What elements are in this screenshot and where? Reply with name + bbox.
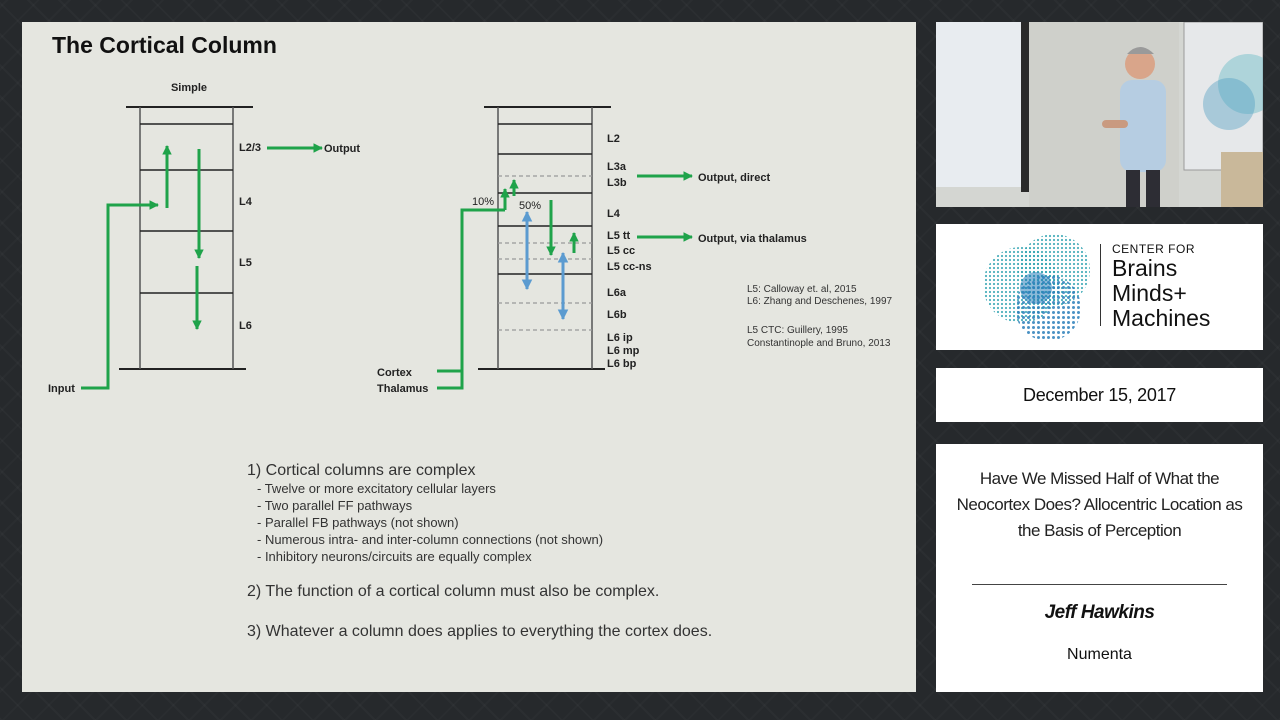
sub-point: - Two parallel FF pathways	[257, 498, 413, 513]
layer-label: L3a	[607, 161, 627, 173]
input-arrow	[81, 200, 159, 390]
output-direct-label: Output, direct	[698, 172, 770, 184]
logo-separator	[1100, 244, 1101, 326]
logo-line-3: Minds+	[1112, 280, 1187, 306]
cbmm-logo-panel: CENTER FOR Brains Minds+ Machines	[936, 224, 1263, 350]
sub-point: - Numerous intra- and inter-column conne…	[257, 532, 604, 547]
cbmm-logo-text: CENTER FOR Brains Minds+ Machines	[1112, 242, 1210, 331]
layer-label: L6b	[607, 309, 627, 321]
layer-label: L5 tt	[607, 230, 631, 242]
cortical-column-diagram: Simple L2/3 L4 L5 L6 Input Output	[48, 82, 893, 395]
talk-divider	[972, 584, 1227, 585]
talk-info-panel: Have We Missed Half of What the Neocorte…	[936, 444, 1263, 692]
cbmm-logo-icon	[983, 234, 1090, 341]
simple-heading: Simple	[171, 82, 207, 94]
reference-text: L5: Calloway et. al, 2015	[747, 284, 857, 295]
layer-label: L2	[607, 133, 620, 145]
layer-label-l2-3: L2/3	[239, 142, 261, 154]
reference-text: L6: Zhang and Deschenes, 1997	[747, 296, 893, 307]
slide-title: The Cortical Column	[52, 32, 277, 58]
sub-point: - Parallel FB pathways (not shown)	[257, 515, 459, 530]
speaker-video-frame	[936, 22, 1263, 207]
layer-label: L6 bp	[607, 358, 637, 370]
simple-column: Simple L2/3 L4 L5 L6 Input Output	[48, 82, 360, 395]
point-3: 3) Whatever a column does applies to eve…	[247, 623, 713, 640]
talk-title: Have We Missed Half of What the Neocorte…	[956, 469, 1243, 540]
thalamus-label: Thalamus	[377, 383, 428, 395]
sub-point: - Twelve or more excitatory cellular lay…	[257, 481, 496, 496]
layer-label: L5 cc	[607, 245, 635, 257]
point-2: 2) The function of a cortical column mus…	[247, 583, 660, 600]
output-label: Output	[324, 143, 360, 155]
layer-label: L6 ip	[607, 332, 633, 344]
layer-label: L5 cc-ns	[607, 261, 652, 273]
references: L5: Calloway et. al, 2015 L6: Zhang and …	[747, 284, 893, 349]
reference-text: L5 CTC: Guillery, 1995	[747, 325, 848, 336]
input-label: Input	[48, 383, 75, 395]
logo-line-2: Brains	[1112, 255, 1178, 281]
thalamus-input-line	[437, 208, 505, 390]
logo-line-4: Machines	[1112, 305, 1211, 331]
date-panel: December 15, 2017	[936, 368, 1263, 422]
speaker-name: Jeff Hawkins	[1044, 602, 1155, 623]
layer-label: L3b	[607, 177, 627, 189]
point-1: 1) Cortical columns are complex	[247, 462, 476, 479]
layer-label-l4: L4	[239, 196, 253, 208]
output-thalamus-label: Output, via thalamus	[698, 233, 807, 245]
point-1-sublist: - Twelve or more excitatory cellular lay…	[257, 480, 712, 565]
layer-label-l6: L6	[239, 320, 252, 332]
pct-50-label: 50%	[519, 200, 541, 212]
presentation-slide: The Cortical Column Simple L2/3 L4 L5 L6	[22, 22, 916, 692]
pct-10-label: 10%	[472, 196, 494, 208]
layer-label: L4	[607, 208, 621, 220]
layer-label-l5: L5	[239, 257, 252, 269]
cortex-label: Cortex	[377, 367, 413, 379]
event-date: December 15, 2017	[1023, 384, 1176, 405]
reference-text: Constantinople and Bruno, 2013	[747, 338, 891, 349]
logo-line-1: CENTER FOR	[1112, 242, 1195, 256]
layer-label: L6a	[607, 287, 627, 299]
speaker-video	[936, 22, 1263, 207]
speaker-organization: Numenta	[1067, 646, 1132, 663]
layer-label: L6 mp	[607, 345, 640, 357]
complex-column: L2 L3a L3b L4 L5 tt L5 cc L5 cc-ns L6a L…	[377, 106, 807, 395]
key-points: 1) Cortical columns are complex - Twelve…	[247, 462, 712, 641]
sub-point: - Inhibitory neurons/circuits are equall…	[257, 549, 532, 564]
